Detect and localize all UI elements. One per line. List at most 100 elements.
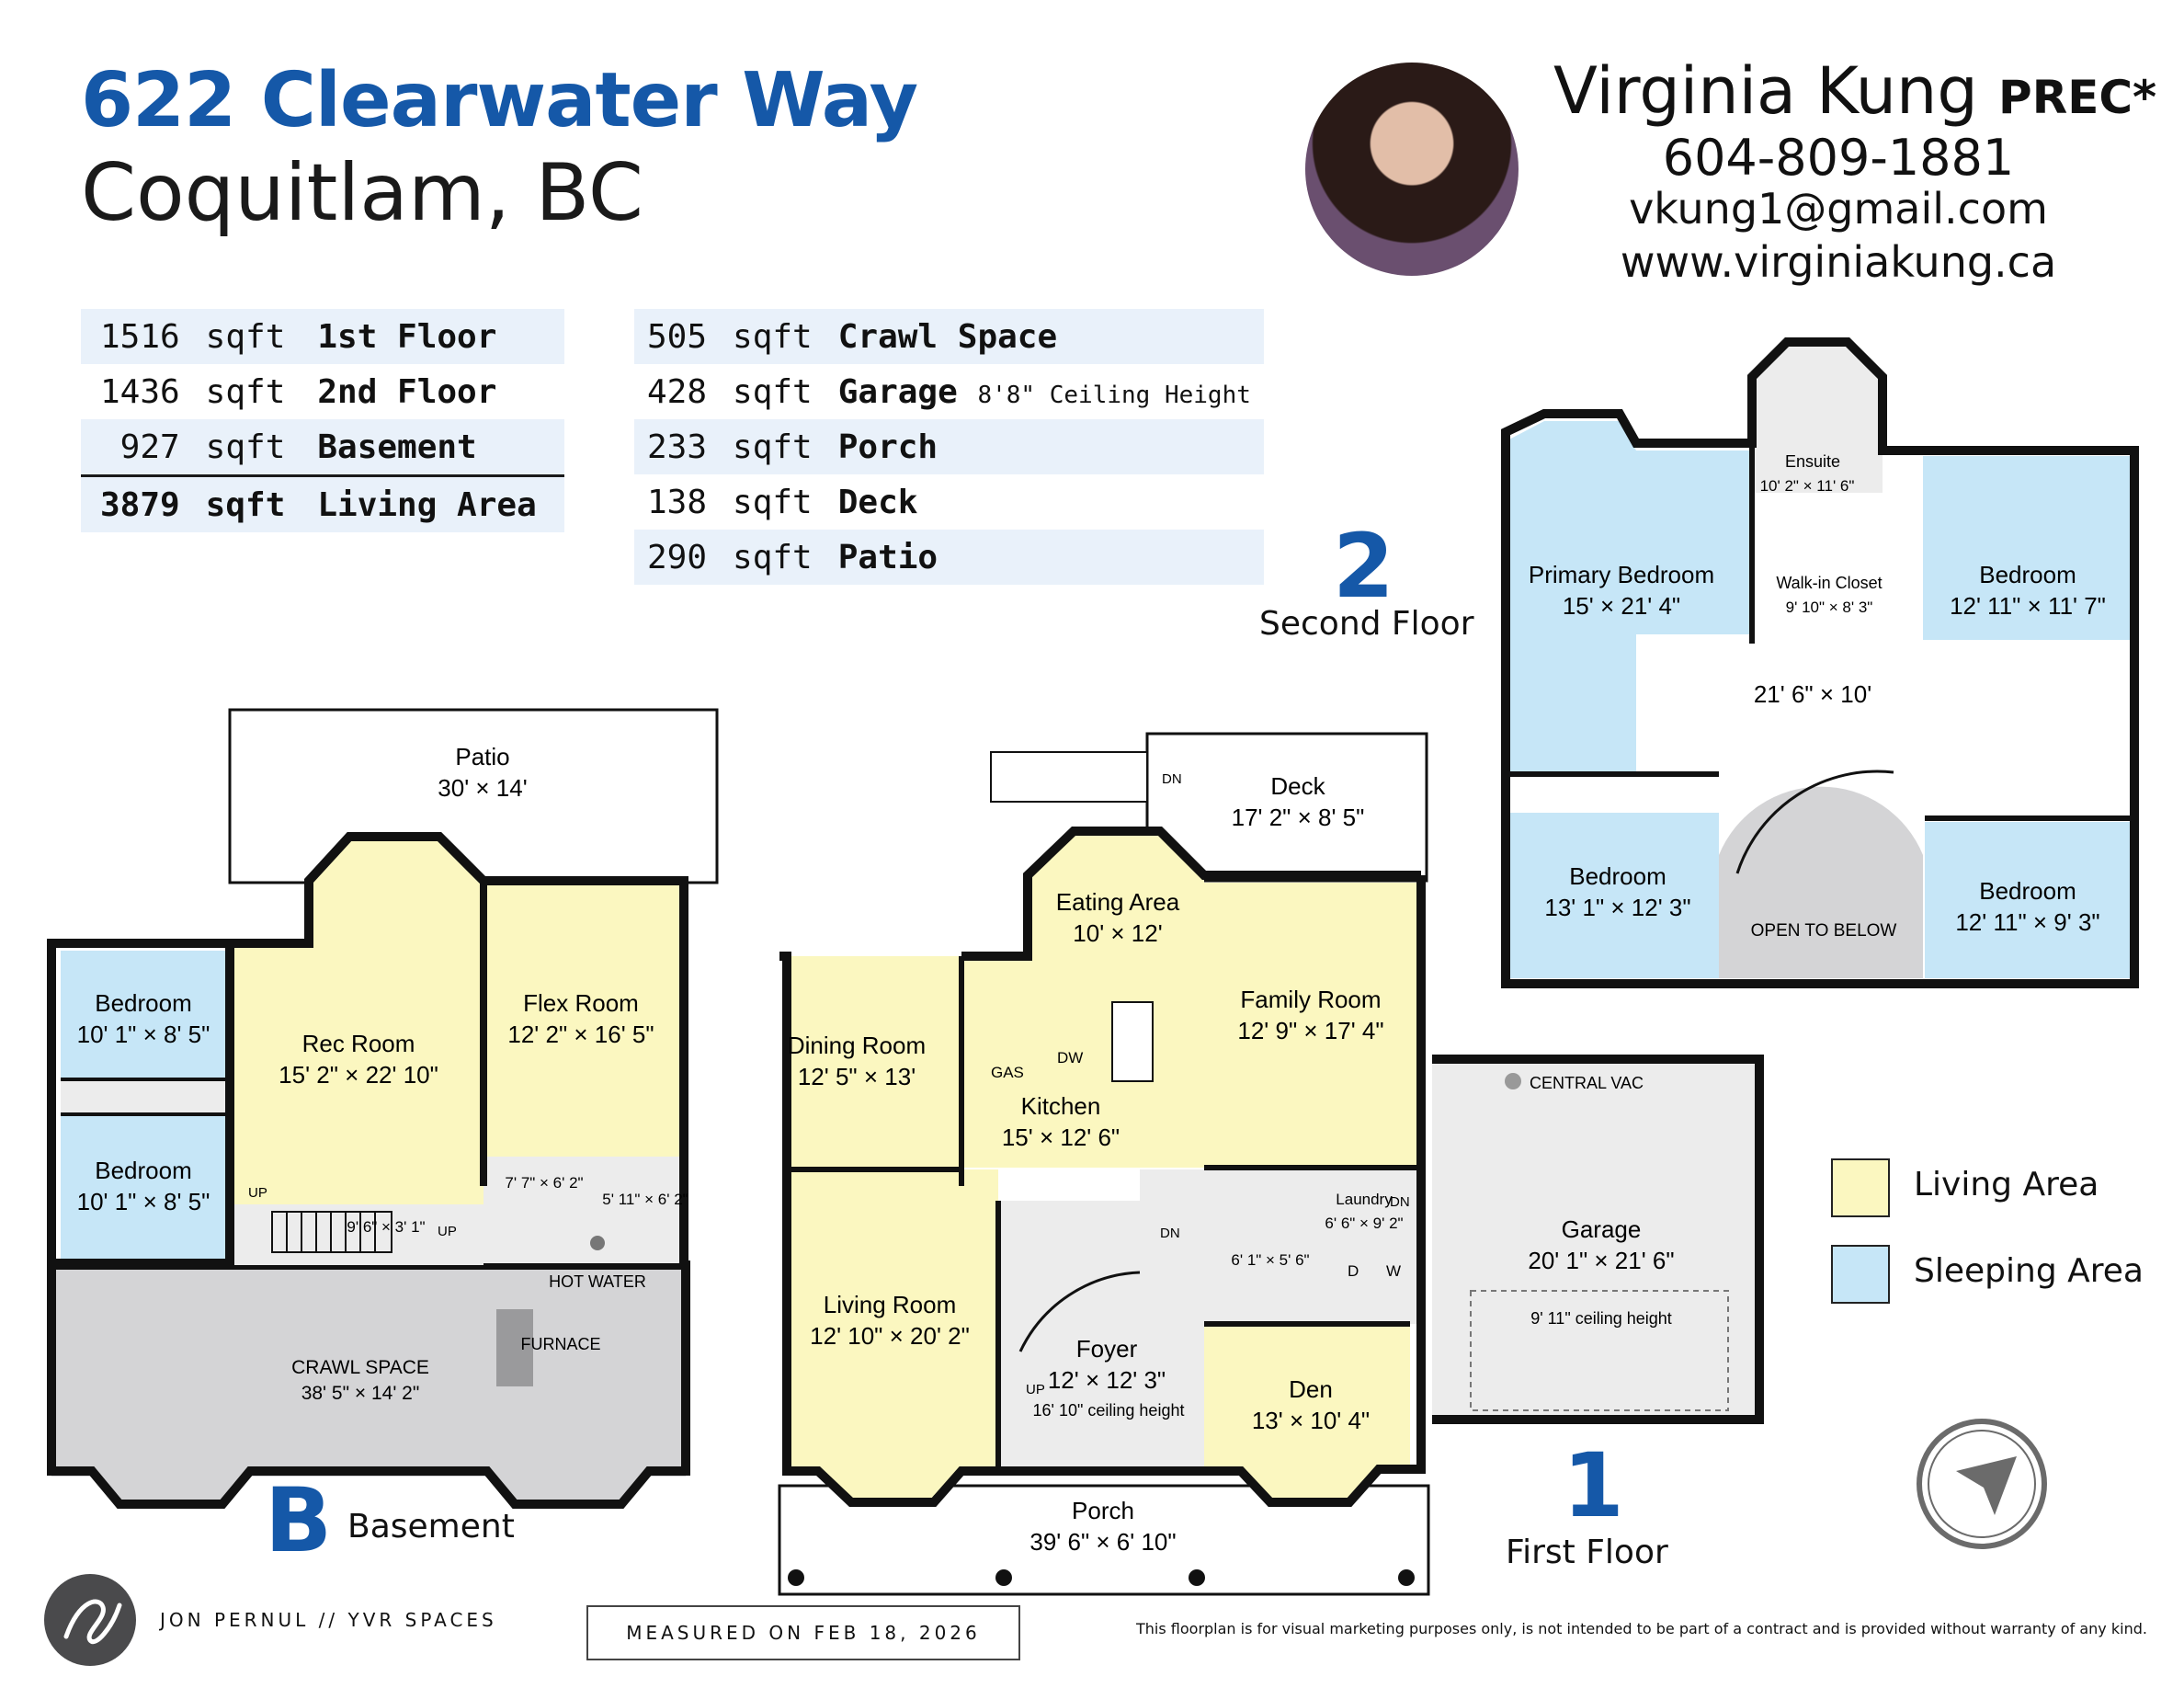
area-label-text: Porch <box>837 428 938 466</box>
area-label-text: Crawl Space <box>837 317 1058 356</box>
kitchen-eating-area <box>961 831 1204 1168</box>
area-value: 505 <box>634 309 721 364</box>
area-label-text: Deck <box>837 483 918 521</box>
basement-bedroom-2-dim: 10' 1" × 8' 5" <box>77 1188 210 1215</box>
area-label: 1st Floor <box>304 309 564 364</box>
laundry-dim: 6' 6" × 9' 2" <box>1325 1215 1403 1232</box>
washer-mark: W <box>1386 1262 1401 1280</box>
legend-living-label: Living Area <box>1914 1166 2099 1203</box>
footer-credit: JON PERNUL // YVR SPACES <box>160 1609 497 1631</box>
dining-room-dim: 12' 5" × 13' <box>798 1063 916 1090</box>
basement-bedroom-2-label: Bedroom <box>95 1157 192 1184</box>
area-label: Crawl Space <box>825 309 1264 364</box>
legend-living-swatch <box>1831 1158 1890 1217</box>
upper-bedroom-3-label: Bedroom <box>1979 877 2076 905</box>
porch-post <box>995 1569 1012 1586</box>
legend-sleeping-label: Sleeping Area <box>1914 1252 2144 1290</box>
footer-disclaimer: This floorplan is for visual marketing p… <box>1136 1620 2147 1637</box>
area-value: 3879 <box>81 474 193 532</box>
rec-room-area <box>230 837 483 1204</box>
second-floor-walls <box>1501 337 2139 988</box>
credit-logo <box>44 1574 136 1666</box>
upper-bedroom-2-dim: 13' 1" × 12' 3" <box>1544 894 1690 921</box>
area-row: 138 sqft Deck <box>634 474 1264 530</box>
basement-closets <box>61 1079 226 1114</box>
legend-sleeping-swatch <box>1831 1245 1890 1304</box>
measured-date: MEASURED ON FEB 18, 2026 <box>626 1622 981 1644</box>
first-floor-plan: Deck 17' 2" × 8' 5" Eating Area 10' × 12… <box>778 732 1764 1596</box>
upper-bedroom-2-label: Bedroom <box>1569 862 1666 890</box>
area-row: 290 sqft Patio <box>634 530 1264 585</box>
deck-stairs <box>990 751 1148 803</box>
agent-website[interactable]: www.virginiakung.ca <box>1620 237 2057 287</box>
basement-up-mark: UP <box>248 1185 267 1201</box>
area-value: 233 <box>634 419 721 474</box>
laundry-dn-mark: DN <box>1390 1194 1410 1210</box>
basement-bedroom-2 <box>61 1114 226 1261</box>
patio-label: Patio <box>455 743 509 770</box>
garage-dim: 20' 1" × 21' 6" <box>1528 1247 1674 1274</box>
laundry-powder-area <box>1140 1169 1425 1324</box>
area-row: 927 sqft Basement <box>81 419 564 476</box>
porch-label: Porch <box>1072 1497 1134 1524</box>
measured-date-box: MEASURED ON FEB 18, 2026 <box>586 1605 1020 1660</box>
area-unit: sqft <box>720 419 825 474</box>
porch-dim: 39' 6" × 6' 10" <box>1029 1528 1176 1556</box>
eating-area-dim: 10' × 12' <box>1073 919 1162 947</box>
open-to-below-label: OPEN TO BELOW <box>1751 921 1897 941</box>
first-floor-walls <box>779 827 1426 1507</box>
second-floor-plan: Primary Bedroom 15' × 21' 4" Ensuite 10'… <box>1501 337 2139 988</box>
foyer-label: Foyer <box>1076 1335 1138 1363</box>
area-unit: sqft <box>733 372 813 411</box>
basement-walls <box>47 832 688 1268</box>
rec-room-label: Rec Room <box>302 1030 415 1057</box>
primary-bedroom-area-2 <box>1506 645 1636 774</box>
family-room-area <box>1204 883 1421 1168</box>
living-room-area <box>787 1169 998 1502</box>
area-row-total: 3879 sqft Living Area <box>81 474 564 532</box>
upper-bedroom-1-dim: 12' 11" × 11' 7" <box>1950 592 2106 620</box>
flex-room-label: Flex Room <box>523 989 639 1017</box>
upper-stairs <box>1735 770 1894 874</box>
dining-room-area <box>787 956 961 1169</box>
garage-ceiling-outline <box>1470 1290 1729 1411</box>
area-value: 290 <box>634 530 721 585</box>
area-unit: sqft <box>733 483 813 521</box>
basement-bedroom-1-dim: 10' 1" × 8' 5" <box>77 1021 210 1048</box>
garage-label: Garage <box>1562 1215 1642 1243</box>
primary-bedroom-label: Primary Bedroom <box>1529 561 1714 588</box>
agent-name: Virginia Kung <box>1553 53 1978 129</box>
porch-post <box>1189 1569 1205 1586</box>
den-dim: 13' × 10' 4" <box>1252 1407 1370 1434</box>
credit-logo-icon <box>44 1574 136 1666</box>
family-room-dim: 12' 9" × 17' 4" <box>1237 1017 1383 1044</box>
upper-bedroom-1-area <box>1923 456 2134 640</box>
area-unit: sqft <box>205 372 286 411</box>
area-label: 2nd Floor <box>317 372 497 411</box>
first-floor-number: 1 <box>1563 1434 1624 1537</box>
central-vac-label: CENTRAL VAC <box>1530 1074 1644 1092</box>
upper-hall-dim: 21' 6" × 10' <box>1754 680 1871 708</box>
powder-dim: 6' 1" × 5' 6" <box>1231 1251 1309 1269</box>
basement-up-mark-2: UP <box>438 1224 457 1239</box>
upper-bedroom-3-dim: 12' 11" × 9' 3" <box>1955 908 2099 936</box>
ensuite-dim: 10' 2" × 11' 6" <box>1760 477 1855 495</box>
area-row: 1436 sqft 2nd Floor <box>81 364 564 419</box>
basement-floor-name: Basement <box>347 1508 515 1545</box>
area-label: Garage 8'8" Ceiling Height <box>825 364 1264 419</box>
central-vac-symbol <box>1505 1073 1521 1089</box>
area-row: 233 sqft Porch <box>634 419 1264 474</box>
crawl-space-label: CRAWL SPACE <box>291 1357 429 1378</box>
eating-area-label: Eating Area <box>1056 888 1180 916</box>
living-room-dim: 12' 10" × 20' 2" <box>810 1322 970 1350</box>
upper-bedroom-2-area <box>1506 813 1719 978</box>
agent-phone[interactable]: 604-809-1881 <box>1662 129 2015 187</box>
walkin-closet-label: Walk-in Closet <box>1776 574 1882 592</box>
foyer-dim: 12' × 12' 3" <box>1048 1366 1166 1394</box>
north-compass <box>1917 1419 2047 1549</box>
agent-email[interactable]: vkung1@gmail.com <box>1629 184 2048 234</box>
basement-stairs <box>271 1211 392 1253</box>
kitchen-dim: 15' × 12' 6" <box>1002 1123 1120 1151</box>
first-floor-up-mark: UP <box>1026 1382 1045 1397</box>
gas-range-mark: GAS <box>991 1064 1024 1081</box>
